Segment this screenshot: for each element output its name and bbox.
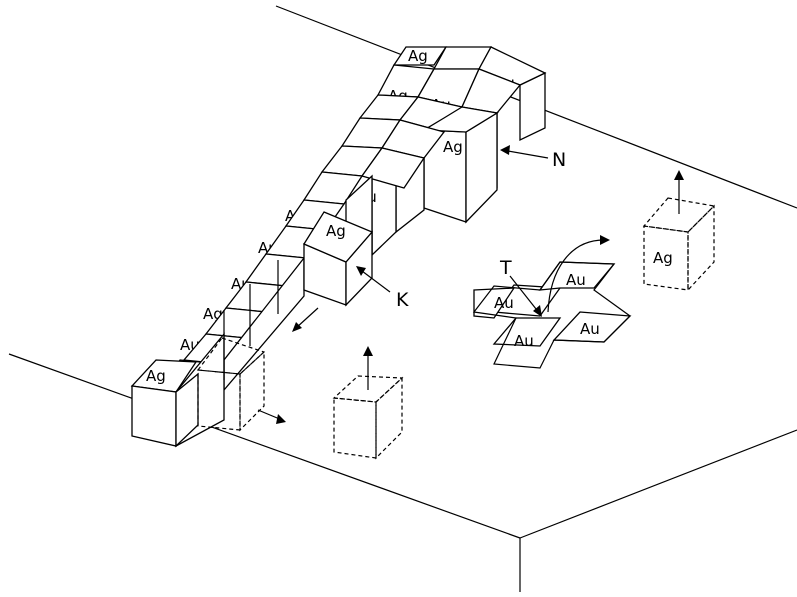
atom-label: Au [580, 320, 600, 338]
arrow-left-ghost-head [276, 414, 286, 424]
atom-island: Ag Ag Au Ag Au Ag Ag Au Ag [132, 47, 545, 446]
plane-front-edge [520, 430, 797, 538]
ghost-side [376, 378, 402, 458]
label-n: N [552, 149, 566, 171]
atom-label: Au [566, 271, 586, 289]
atom-cross: Au Au Au Au [474, 262, 630, 368]
atom-label: Ag [653, 249, 673, 267]
atom-label: Au [514, 332, 534, 350]
atom-label: Au [494, 294, 514, 312]
column: Au Au Ag Au Au Au Ag Au Ag [132, 146, 424, 446]
arrow-n-head [500, 145, 510, 155]
column-front-face [132, 386, 176, 446]
arrow-column-down [296, 308, 318, 328]
atom-label: Ag [443, 138, 463, 156]
plane-left-edge [9, 354, 520, 538]
arrow-curve-head [600, 235, 610, 245]
arrow-center-up-head [363, 346, 373, 356]
atom-label: Ag [326, 222, 346, 240]
ghost-front [334, 398, 376, 458]
atom-label: Ag [146, 367, 166, 385]
label-t: T [499, 257, 512, 279]
arrow-right-up-head [674, 170, 684, 180]
atom-label: Ag [408, 47, 428, 65]
label-k: K [396, 289, 409, 311]
